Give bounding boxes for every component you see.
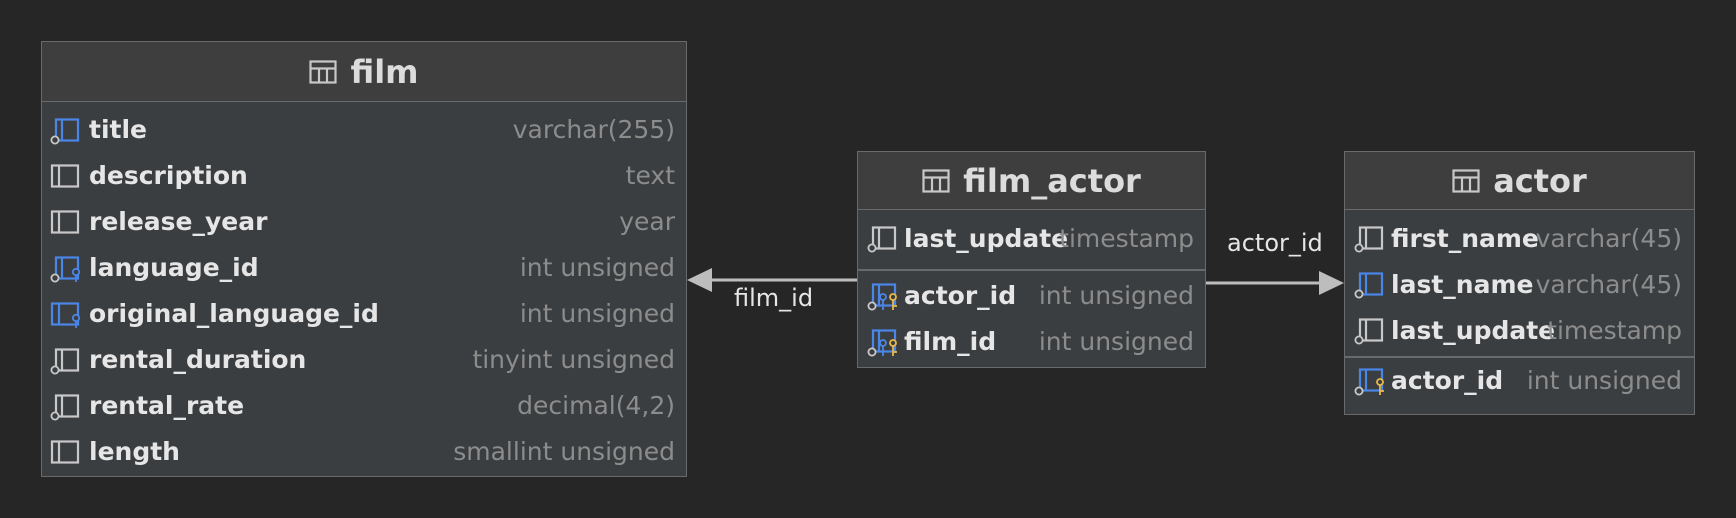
column-type: decimal(4,2) — [517, 391, 675, 420]
foreign-key-column-icon — [50, 256, 82, 284]
film-id-arrowhead — [687, 268, 712, 292]
indexed-column-icon — [1354, 272, 1386, 300]
table-header[interactable]: film_actor — [858, 152, 1205, 210]
column-type: timestamp — [1059, 224, 1194, 253]
column-name: description — [89, 161, 248, 190]
table-title: film — [350, 52, 419, 91]
column-row-title[interactable]: title varchar(255) — [42, 109, 686, 155]
column-name: title — [89, 115, 147, 144]
column-name: length — [89, 437, 180, 466]
column-type: varchar(45) — [1535, 270, 1682, 299]
column-type: timestamp — [1547, 316, 1682, 345]
column-name: actor_id — [1391, 366, 1504, 395]
table-title: actor — [1493, 161, 1587, 200]
column-type: text — [625, 161, 675, 190]
not-null-column-icon — [50, 394, 82, 422]
table-header[interactable]: film — [42, 42, 686, 102]
primary-foreign-key-icon — [867, 283, 899, 313]
key-row-actor-id[interactable]: actor_id int unsigned — [1345, 360, 1694, 406]
column-type: smallint unsigned — [453, 437, 675, 466]
relation-label-film-id: film_id — [734, 284, 814, 312]
not-null-column-icon — [50, 348, 82, 376]
column-name: film_id — [904, 327, 997, 356]
column-type: int unsigned — [1038, 281, 1194, 310]
column-row-last-update[interactable]: last_update timestamp — [1345, 310, 1694, 356]
column-icon — [50, 210, 82, 238]
column-type: varchar(255) — [512, 115, 675, 144]
indexed-column-icon — [50, 118, 82, 146]
actor-id-arrowhead — [1319, 271, 1344, 295]
column-row-last-update[interactable]: last_update timestamp — [858, 210, 1205, 269]
not-null-column-icon — [867, 226, 899, 254]
table-title: film_actor — [963, 161, 1141, 200]
column-name: rental_rate — [89, 391, 245, 420]
foreign-key-column-icon — [50, 302, 82, 330]
table-icon — [309, 59, 338, 84]
not-null-column-icon — [1354, 318, 1386, 346]
table-actor[interactable]: actor first_name varchar(45) last_name v… — [1344, 151, 1695, 415]
column-row-release-year[interactable]: release_year year — [42, 201, 686, 247]
column-name: last_update — [1391, 316, 1556, 345]
column-icon — [50, 164, 82, 192]
column-type: int unsigned — [1038, 327, 1194, 356]
column-row-description[interactable]: description text — [42, 155, 686, 201]
table-film[interactable]: film title varchar(255) description text… — [41, 41, 687, 477]
column-name: rental_duration — [89, 345, 307, 374]
column-row-last-name[interactable]: last_name varchar(45) — [1345, 264, 1694, 310]
column-row-rental-rate[interactable]: rental_rate decimal(4,2) — [42, 385, 686, 431]
column-name: original_language_id — [89, 299, 379, 328]
column-name: first_name — [1391, 224, 1539, 253]
column-type: year — [619, 207, 675, 236]
key-divider — [1345, 356, 1694, 358]
column-type: int unsigned — [1526, 366, 1682, 395]
column-type: int unsigned — [519, 253, 675, 282]
column-row-first-name[interactable]: first_name varchar(45) — [1345, 218, 1694, 264]
key-row-film-id[interactable]: film_id int unsigned — [858, 321, 1205, 367]
primary-foreign-key-icon — [867, 329, 899, 359]
table-header[interactable]: actor — [1345, 152, 1694, 210]
column-row-language-id[interactable]: language_id int unsigned — [42, 247, 686, 293]
column-name: actor_id — [904, 281, 1017, 310]
column-name: language_id — [89, 253, 259, 282]
column-type: tinyint unsigned — [472, 345, 675, 374]
column-name: last_update — [904, 224, 1069, 253]
key-divider — [858, 269, 1205, 271]
column-name: last_name — [1391, 270, 1534, 299]
column-row-rental-duration[interactable]: rental_duration tinyint unsigned — [42, 339, 686, 385]
column-row-original-language-id[interactable]: original_language_id int unsigned — [42, 293, 686, 339]
column-name: release_year — [89, 207, 268, 236]
table-icon — [1452, 168, 1480, 193]
column-row-length[interactable]: length smallint unsigned — [42, 431, 686, 477]
column-icon — [50, 440, 82, 468]
not-null-column-icon — [1354, 226, 1386, 254]
table-film-actor[interactable]: film_actor last_update timestamp actor_i… — [857, 151, 1206, 368]
relation-label-actor-id: actor_id — [1227, 229, 1323, 257]
primary-key-column-icon — [1354, 368, 1386, 398]
column-type: int unsigned — [519, 299, 675, 328]
key-row-actor-id[interactable]: actor_id int unsigned — [858, 275, 1205, 321]
column-type: varchar(45) — [1535, 224, 1682, 253]
table-icon — [922, 168, 950, 193]
